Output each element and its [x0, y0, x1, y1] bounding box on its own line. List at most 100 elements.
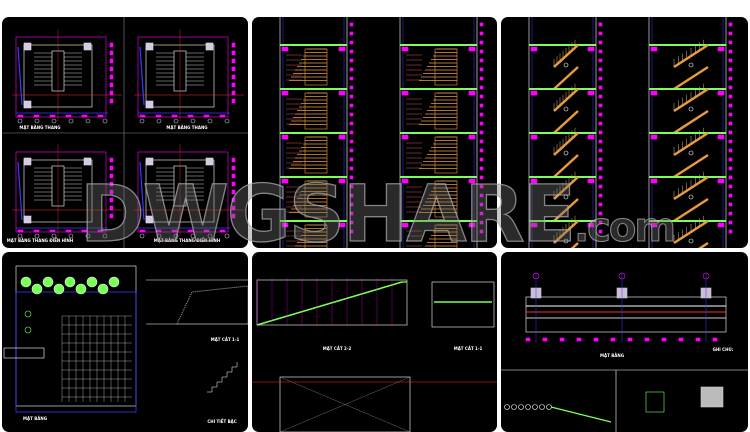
cad-rect: [598, 157, 603, 162]
cad-rect: [728, 22, 733, 27]
cad-rect: [598, 103, 603, 108]
label-section-1-1: MẶT CẮT 1-1: [453, 346, 483, 351]
cad-rect: [728, 31, 733, 36]
hatch: [176, 285, 248, 325]
cad-rect: [187, 114, 194, 118]
cad-rect: [728, 220, 733, 225]
cad-rect: [203, 229, 210, 233]
cad-circle: [156, 118, 162, 124]
cad-rect: [83, 42, 92, 51]
cad-rect: [231, 205, 236, 211]
cad-circle: [139, 233, 145, 239]
cad-rect: [468, 134, 476, 140]
cad-line: [17, 161, 23, 221]
cad-rect: [349, 157, 354, 162]
cad-rect: [434, 136, 458, 174]
cad-rect: [349, 220, 354, 225]
cad-rect: [33, 114, 40, 118]
label-plan: MẶT BẰNG: [600, 353, 624, 358]
cad-rect: [587, 46, 595, 52]
cad-rect: [431, 281, 495, 328]
cad-rect: [650, 134, 658, 140]
cad-rect: [479, 103, 484, 108]
cad-rect: [231, 157, 236, 163]
cad-rect: [728, 184, 733, 189]
stair-plan-drawing: [2, 17, 248, 248]
label-plan: MẶT BẰNG: [23, 416, 47, 421]
cad-rect: [598, 22, 603, 27]
cad-rect: [145, 157, 154, 166]
cad-rect: [338, 178, 346, 184]
landscape-plan-drawing: [3, 265, 248, 413]
cad-rect: [530, 90, 538, 96]
cad-rect: [349, 76, 354, 81]
cad-rect: [219, 114, 226, 118]
cad-rect: [281, 134, 289, 140]
cad-rect: [587, 134, 595, 140]
cad-rect: [728, 40, 733, 45]
cad-circle: [42, 276, 54, 288]
cad-rect: [109, 42, 114, 48]
cad-rect: [231, 98, 236, 104]
cad-circle: [688, 106, 694, 112]
cad-rect: [434, 48, 458, 86]
cad-rect: [717, 134, 725, 140]
cad-rect: [23, 215, 32, 224]
cad-rect: [279, 376, 411, 432]
cad-circle: [525, 404, 531, 410]
cad-rect: [468, 90, 476, 96]
cad-rect: [479, 175, 484, 180]
cad-rect: [468, 46, 476, 52]
cad-rect: [109, 197, 114, 203]
cad-circle: [34, 118, 40, 124]
cad-rect: [401, 46, 409, 52]
cad-rect: [109, 181, 114, 187]
cad-rect: [479, 229, 484, 234]
cad-rect: [349, 49, 354, 54]
cad-rect: [728, 67, 733, 72]
cad-circle: [51, 233, 57, 239]
cad-rect: [349, 85, 354, 90]
cad-rect: [728, 49, 733, 54]
cad-rect: [349, 67, 354, 72]
cad-rect: [479, 157, 484, 162]
cad-rect: [530, 134, 538, 140]
cad-rect: [479, 76, 484, 81]
cad-rect: [401, 90, 409, 96]
cad-rect: [479, 112, 484, 117]
cad-rect: [349, 184, 354, 189]
cad-rect: [401, 134, 409, 140]
cad-circle: [68, 233, 74, 239]
cad-circle: [563, 106, 569, 112]
cad-rect: [219, 229, 226, 233]
cad-rect: [468, 178, 476, 184]
cad-circle: [190, 118, 196, 124]
cad-rect: [598, 220, 603, 225]
cad-rect: [598, 40, 603, 45]
cad-rect: [650, 46, 658, 52]
cad-rect: [137, 151, 229, 233]
cad-circle: [85, 233, 91, 239]
cad-circle: [20, 276, 32, 288]
ramp-section-drawing: [252, 278, 497, 432]
cad-rect: [728, 157, 733, 162]
cad-rect: [139, 114, 146, 118]
cad-rect: [530, 178, 538, 184]
cad-rect: [17, 229, 24, 233]
cad-circle: [563, 194, 569, 200]
cad-rect: [171, 229, 178, 233]
cad-rect: [349, 22, 354, 27]
cad-circle: [156, 233, 162, 239]
cad-rect: [349, 121, 354, 126]
cad-line: [256, 281, 403, 326]
cad-circle: [64, 276, 76, 288]
cad-rect: [17, 114, 24, 118]
cad-rect: [349, 58, 354, 63]
cad-circle: [688, 150, 694, 156]
cad-rect: [109, 82, 114, 88]
cad-line: [553, 154, 579, 178]
cad-rect: [231, 181, 236, 187]
cad-rect: [479, 193, 484, 198]
cad-rect: [598, 58, 603, 63]
cad-circle: [86, 276, 98, 288]
